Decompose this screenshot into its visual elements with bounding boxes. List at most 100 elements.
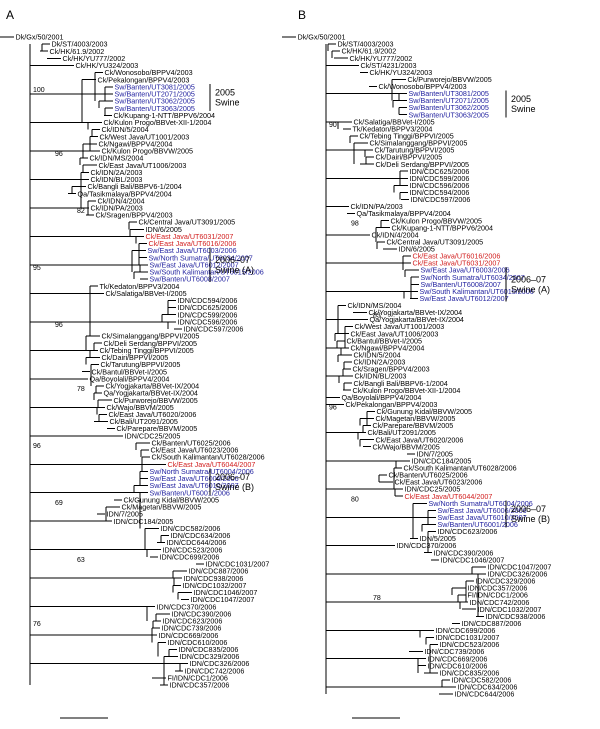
leaf-label: IDN/CDC184/2005 — [412, 456, 472, 465]
leaf-label: Ck/Central Java/UT3091/2005 — [387, 237, 484, 246]
bootstrap-value: 69 — [55, 500, 63, 507]
leaf-label: Sw/East Java/UT6012/2007 — [420, 294, 509, 303]
leaf-label: IDN/CDC742/2006 — [470, 598, 530, 607]
leaf-label: Ck/Wonosobo/BPPV4/2003 — [105, 68, 193, 77]
leaf-label: Ck/South Kalimantan/UT6028/2006 — [152, 453, 265, 462]
group-label: Swine — [511, 104, 536, 114]
leaf-label: Sw/Banten/UT2071/2005 — [115, 90, 195, 99]
leaf-label: IDN/CDC739/2006 — [162, 624, 222, 633]
leaf-label: Ck/Kulon Progo/BBVW/2005 — [391, 216, 483, 225]
leaf-label: IDN/CDC390/2006 — [172, 609, 232, 618]
leaf-label: IDN/CDC25/2005 — [405, 485, 461, 494]
leaf-label: IDN/CDC329/2006 — [180, 652, 240, 661]
leaf-label: IDN/CDC370/2006 — [397, 541, 457, 550]
bootstrap-value: 100 — [33, 87, 45, 94]
panel-b-letter: B — [298, 8, 306, 22]
leaf-label: Ck/Sragen/BPPV4/2003 — [353, 365, 430, 374]
leaf-label: Ck/Bangli Bali/BBPV6-1/2004 — [88, 182, 182, 191]
leaf-label: Ck/HK/YU777/2002 — [63, 54, 126, 63]
leaf-label: Ck/Purworejo/BBVW/2005 — [408, 75, 492, 84]
panel-a-letter: A — [6, 8, 14, 22]
leaf-label: IDN/CDC596/2006 — [178, 317, 238, 326]
leaf-label: Ck/HK/61.9/2002 — [342, 47, 397, 56]
bootstrap-value: 98 — [351, 221, 359, 228]
leaf-label: IDN/CDC390/2006 — [434, 548, 494, 557]
leaf-label: Sw/East Java/UT6010/2007 — [150, 481, 239, 490]
leaf-label: IDN/CDC184/2005 — [114, 517, 174, 526]
group-label: 2006–07 — [511, 274, 546, 284]
leaf-label: Ck/Tarutung/BPPVI/2005 — [101, 360, 181, 369]
leaf-label: IDN/CDC357/2006 — [468, 584, 528, 593]
leaf-label: Dk/ST/4003/2003 — [52, 40, 108, 49]
leaf-label: Sw/Banten/UT3062/2005 — [115, 97, 195, 106]
leaf-label: Sw/North Sumatra/UT6004/2006 — [429, 499, 533, 508]
leaf-label: Ck/East Java/UT6016/2006 — [413, 252, 501, 261]
leaf-label: Ck/Bali/UT2091/2005 — [110, 417, 178, 426]
group-label: 2006–07 — [511, 504, 546, 514]
leaf-label: Ck/East Java/UT6020/2006 — [376, 435, 464, 444]
leaf-label: Ck/Magetan/BBVW/2005 — [376, 414, 456, 423]
leaf-label: Ck/IDN/PA/2003 — [91, 204, 143, 213]
leaf-label: Sw/East Java/UT6003/2006 — [148, 246, 237, 255]
bootstrap-value: 96 — [329, 404, 337, 411]
leaf-label: Ck/IDN/2A/2003 — [91, 168, 143, 177]
leaf-label: Sw/North Sumatra/UT6004/2006 — [150, 467, 254, 476]
leaf-label: IDN/CDC669/2006 — [428, 654, 488, 663]
leaf-label: IDN/CDC594/2006 — [410, 188, 470, 197]
leaf-label: Ck/Deli Serdang/BPPVI/2005 — [376, 160, 470, 169]
leaf-label: IDN/CDC523/2006 — [440, 640, 500, 649]
leaf-label: Tk/Kedaton/BPPV3/2004 — [100, 282, 180, 291]
group-label: Swine (B) — [511, 514, 550, 524]
leaf-label: Ck/Pekalongan/BPPV4/2003 — [98, 75, 190, 84]
leaf-label: IDN/CDC594/2006 — [178, 296, 238, 305]
group-label: 2005 — [511, 94, 531, 104]
leaf-label: IDN/CDC1046/2007 — [441, 555, 505, 564]
group-label: Swine (A) — [511, 284, 550, 294]
panel-a-branches — [0, 36, 204, 686]
bootstrap-value: 96 — [55, 322, 63, 329]
leaf-label: IDN/CDC1046/2007 — [194, 588, 258, 597]
leaf-label: Ck/Parepare/BBVM/2005 — [117, 424, 198, 433]
leaf-label: Ck/HK/61.9/2002 — [50, 47, 105, 56]
group-label: Swine (B) — [215, 482, 254, 492]
leaf-label: IDN/CDC938/2006 — [184, 574, 244, 583]
leaf-label: Ck/Magetan/BBVW/2005 — [122, 503, 202, 512]
leaf-label: Ck/West Java/UT1001/2003 — [355, 322, 445, 331]
leaf-label: Sw/Banten/UT3062/2005 — [409, 103, 489, 112]
leaf-label: IDN/5/2005 — [420, 534, 456, 543]
leaf-label: Ck/Dairi/BPPVI/2005 — [376, 153, 443, 162]
leaf-label: Ck/Yogjakarta/BBVet-IX/2004 — [369, 308, 463, 317]
leaf-label: Ck/Kupang-1-NTT/BPPV6/2004 — [114, 111, 215, 120]
leaf-label: IDN/CDC326/2006 — [488, 570, 548, 579]
leaf-label: Sw/East Java/UT6010/2007 — [438, 513, 527, 522]
leaf-label: Ck/Salatiga/BBVet-I/2005 — [106, 289, 187, 298]
leaf-label: Ck/Ngawi/BPPV4/2004 — [351, 343, 425, 352]
leaf-label: Ck/Purworejo/BBVW/2005 — [114, 396, 198, 405]
leaf-label: Sw/East Java/UT6006/2006 — [438, 506, 527, 515]
leaf-label: IDN/CDC582/2006 — [452, 675, 512, 684]
leaf-label: Sw/East Java/UT6012/2007 — [150, 260, 239, 269]
leaf-label: Qa/Yogjakarta/BBVet-IX/2004 — [370, 315, 464, 324]
leaf-label: Sw/Banten/UT6001/2006 — [438, 520, 518, 529]
leaf-label: Ck/ST/4231/2003 — [361, 61, 417, 70]
bootstrap-value: 96 — [33, 443, 41, 450]
group-label: 2005 — [215, 88, 235, 98]
tree-panel-a: A Dk/Gx/50/2001Dk/ST/4003/2003Ck/HK/61.9… — [0, 8, 269, 719]
leaf-label: Ck/Bantul/BBVet-I/2005 — [92, 367, 168, 376]
leaf-label: IDN/CDC669/2006 — [159, 631, 219, 640]
leaf-label: Ck/IDN/BL/2003 — [355, 372, 407, 381]
leaf-label: IDN/CDC699/2006 — [436, 626, 496, 635]
leaf-label: Ck/East Java/UT1006/2003 — [351, 329, 439, 338]
leaf-label: Sw/Banten/UT3081/2005 — [409, 89, 489, 98]
leaf-label: Ck/East Java/UT6023/2006 — [151, 446, 239, 455]
leaf-label: Sw/Banten/UT6001/2006 — [150, 488, 230, 497]
leaf-label: IDN/6/2005 — [399, 245, 435, 254]
leaf-label: Ck/Tarutung/BPPVI/2005 — [375, 146, 455, 155]
leaf-label: IDN/CDC523/2006 — [163, 545, 223, 554]
group-label: Swine (A) — [215, 265, 254, 275]
leaf-label: Ck/Bali/UT2091/2005 — [368, 428, 436, 437]
leaf-label: Qa/Yogjakarta/BBVet-IX/2004 — [104, 389, 198, 398]
